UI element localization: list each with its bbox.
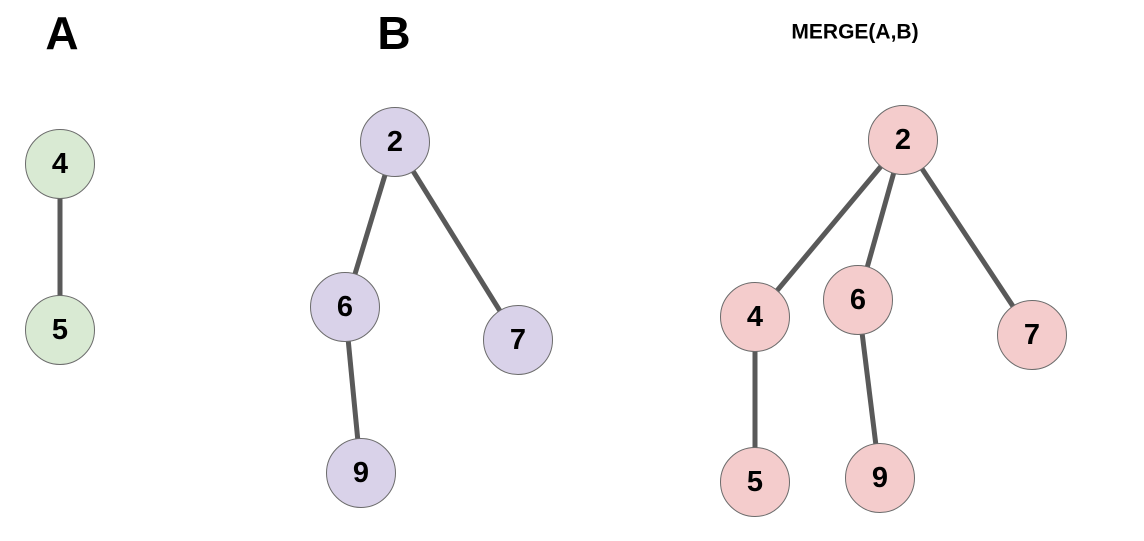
tree-node[interactable]: 6 xyxy=(823,265,893,335)
node-value-label: 4 xyxy=(746,300,764,333)
tree-node[interactable]: 7 xyxy=(483,305,553,375)
panel-title-panel-merge: MERGE(A,B) xyxy=(791,20,919,44)
tree-node[interactable]: 4 xyxy=(720,282,790,352)
tree-node[interactable]: 7 xyxy=(997,300,1067,370)
tree-node[interactable]: 9 xyxy=(326,438,396,508)
tree-node[interactable]: 6 xyxy=(310,272,380,342)
tree-node[interactable]: 5 xyxy=(25,295,95,365)
panel-title-panel-a: A xyxy=(45,7,79,59)
node-value-label: 9 xyxy=(352,456,370,489)
node-value-label: 6 xyxy=(849,283,867,316)
node-value-label: 6 xyxy=(336,290,354,323)
node-value-label: 2 xyxy=(386,125,404,158)
node-value-label: 7 xyxy=(509,323,527,356)
tree-node[interactable]: 4 xyxy=(25,129,95,199)
tree-node[interactable]: 5 xyxy=(720,447,790,517)
tree-node[interactable]: 2 xyxy=(868,105,938,175)
node-value-label: 2 xyxy=(894,123,912,156)
node-value-label: 5 xyxy=(746,465,764,498)
node-value-label: 7 xyxy=(1023,318,1041,351)
node-value-label: 4 xyxy=(51,147,69,180)
tree-node[interactable]: 2 xyxy=(360,107,430,177)
node-value-label: 5 xyxy=(51,313,69,346)
panel-title-panel-b: B xyxy=(377,7,411,59)
node-value-label: 9 xyxy=(871,461,889,494)
tree-node[interactable]: 9 xyxy=(845,443,915,513)
